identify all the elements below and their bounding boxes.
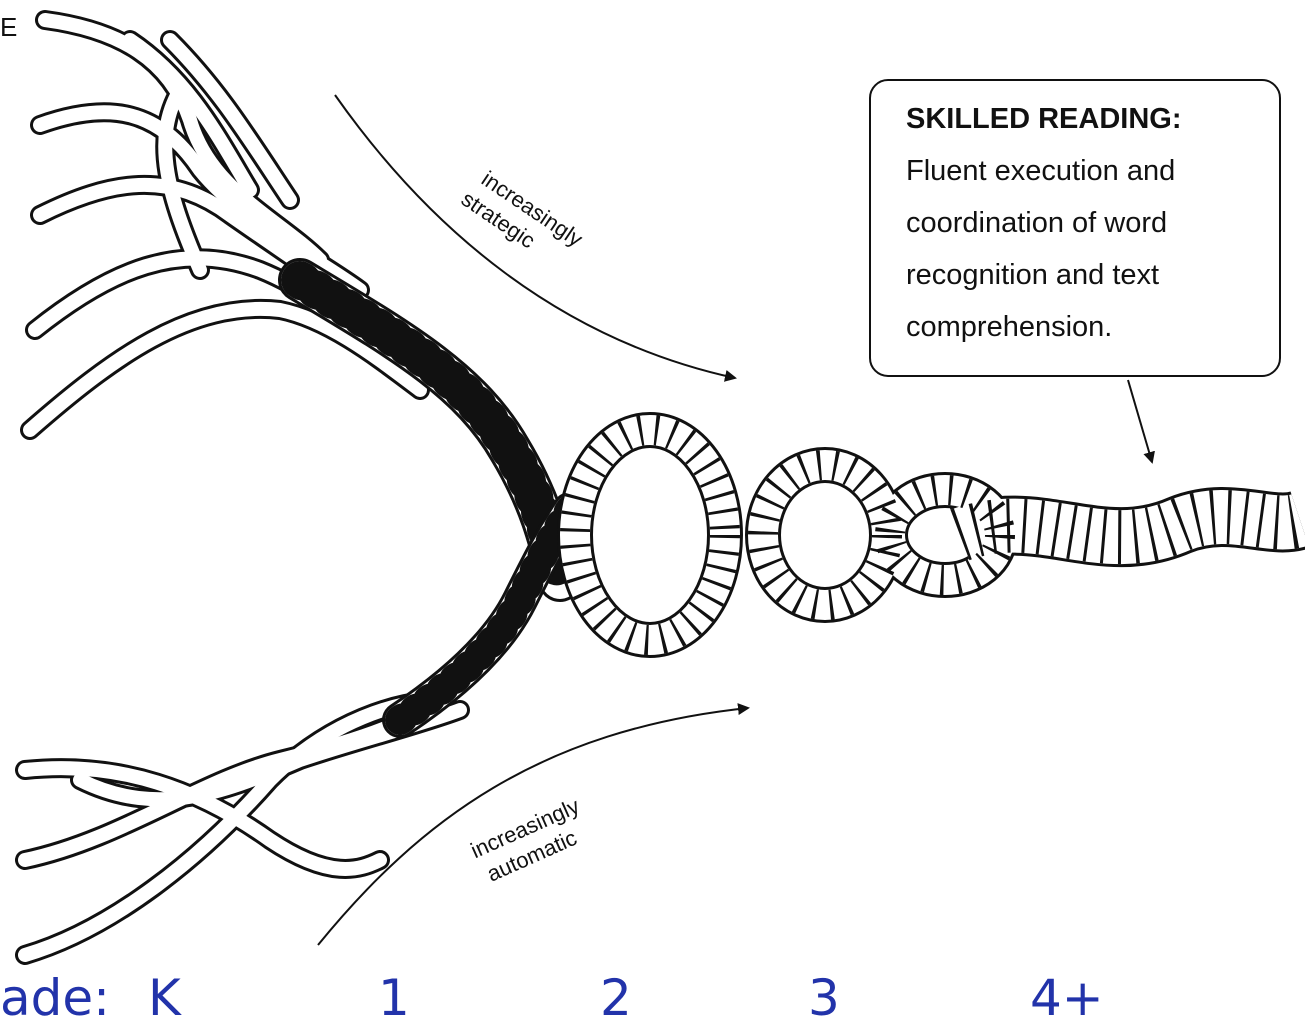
grade-prefix: ade: [0, 969, 110, 1020]
callout-line: coordination of word [906, 207, 1167, 239]
automatic-label: increasingly automatic [467, 793, 595, 889]
upper-strands [30, 20, 420, 430]
callout-line: Fluent execution and [906, 155, 1175, 187]
grade-label: K [148, 969, 182, 1020]
callout-pointer-arrow [1128, 380, 1152, 462]
lower-rope [400, 510, 570, 720]
edge-letter: E [0, 12, 17, 42]
upper-rope [300, 280, 560, 580]
callout-title: SKILLED READING: [906, 103, 1182, 135]
grade-label: 1 [378, 969, 410, 1020]
callout-line: recognition and text [906, 259, 1159, 291]
grade-label: 2 [600, 969, 632, 1020]
grade-label: 3 [808, 969, 840, 1020]
callout-line: comprehension. [906, 311, 1112, 343]
grade-row: ade: K 1 2 3 4+ [0, 969, 1104, 1020]
grade-label: 4+ [1030, 969, 1104, 1020]
braided-rope [575, 430, 1300, 640]
strategic-label: increasingly strategic [457, 163, 588, 275]
skilled-reading-callout: SKILLED READING: Fluent execution and co… [870, 80, 1280, 462]
